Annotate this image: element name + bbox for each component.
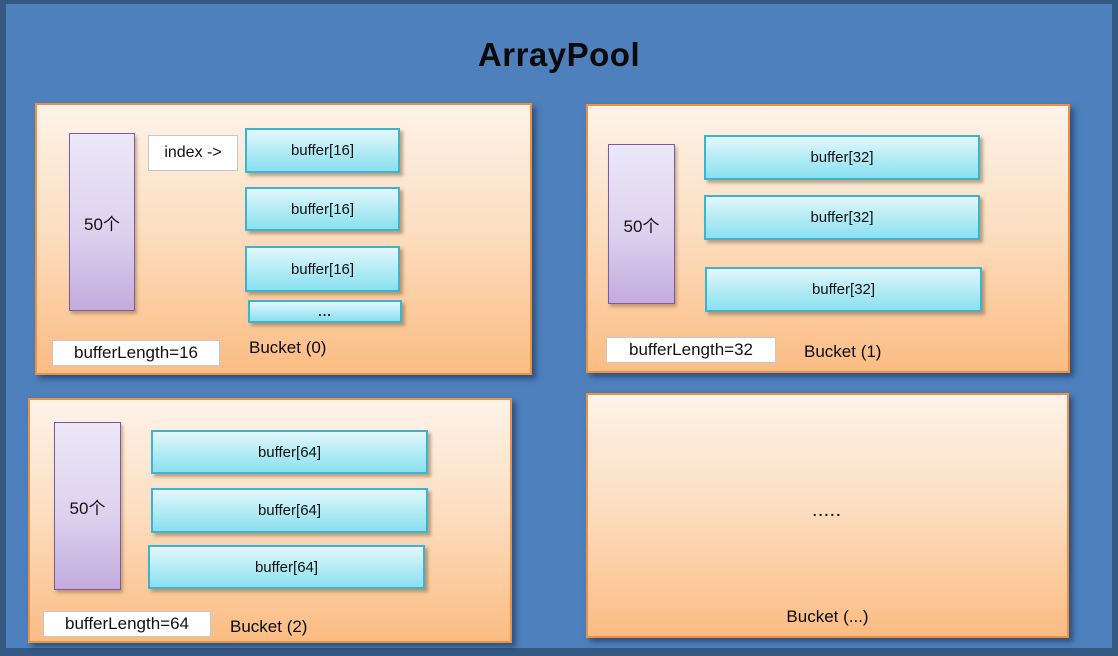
buffer-more-box: ...	[248, 300, 402, 323]
bucket-panel-0: 50个 index -> buffer[16] buffer[16] buffe…	[35, 103, 532, 375]
buffer-more-label: ...	[318, 304, 332, 319]
index-pointer-box: index ->	[148, 135, 238, 171]
buffer-length-box: bufferLength=64	[43, 611, 211, 637]
bucket-name-label: Bucket (0)	[249, 338, 327, 357]
buffer-box: buffer[16]	[245, 187, 400, 231]
buffer-length-label: bufferLength=32	[629, 340, 753, 359]
buffer-label: buffer[32]	[810, 149, 874, 166]
bucket-panel-ellipsis: ..... Bucket (...)	[586, 393, 1069, 638]
index-pointer-label: index ->	[164, 144, 222, 161]
count-label: 50个	[69, 498, 106, 518]
buffer-length-box: bufferLength=16	[52, 340, 220, 366]
bucket-panel-2: 50个 buffer[64] buffer[64] buffer[64] buf…	[28, 398, 512, 643]
buffer-length-label: bufferLength=64	[65, 614, 189, 633]
buffer-label: buffer[32]	[810, 209, 874, 226]
ellipsis-content-label: .....	[812, 503, 843, 519]
buffer-label: buffer[16]	[290, 260, 355, 278]
count-label: 50个	[84, 214, 120, 234]
buffer-box: buffer[32]	[704, 195, 980, 240]
count-box: 50个	[69, 133, 135, 311]
buffer-box: buffer[64]	[151, 488, 428, 533]
count-label: 50个	[623, 216, 660, 236]
diagram-title: ArrayPool	[477, 36, 641, 73]
slide-background: ArrayPool 50个 index -> buffer[16] buffer…	[6, 4, 1112, 648]
buffer-label: buffer[64]	[254, 558, 319, 576]
count-box: 50个	[54, 422, 121, 590]
buffer-box: buffer[32]	[705, 267, 982, 312]
buffer-box: buffer[16]	[245, 246, 400, 292]
bucket-name-label: Bucket (2)	[230, 617, 308, 636]
buffer-label: buffer[64]	[257, 502, 322, 519]
buffer-label: buffer[16]	[290, 142, 355, 159]
buffer-box: buffer[64]	[151, 430, 428, 474]
bucket-name-label: Bucket (1)	[804, 342, 882, 361]
buffer-label: buffer[64]	[257, 443, 322, 461]
buffer-length-label: bufferLength=16	[74, 343, 198, 362]
bucket-name-label: Bucket (...)	[786, 607, 869, 626]
buffer-box: buffer[64]	[148, 545, 425, 589]
buffer-label: buffer[16]	[290, 200, 355, 218]
count-box: 50个	[608, 144, 675, 304]
buffer-label: buffer[32]	[811, 281, 876, 298]
bucket-panel-1: 50个 buffer[32] buffer[32] buffer[32] buf…	[586, 104, 1070, 373]
buffer-box: buffer[32]	[704, 135, 980, 180]
buffer-length-box: bufferLength=32	[606, 337, 776, 363]
buffer-box: buffer[16]	[245, 128, 400, 173]
